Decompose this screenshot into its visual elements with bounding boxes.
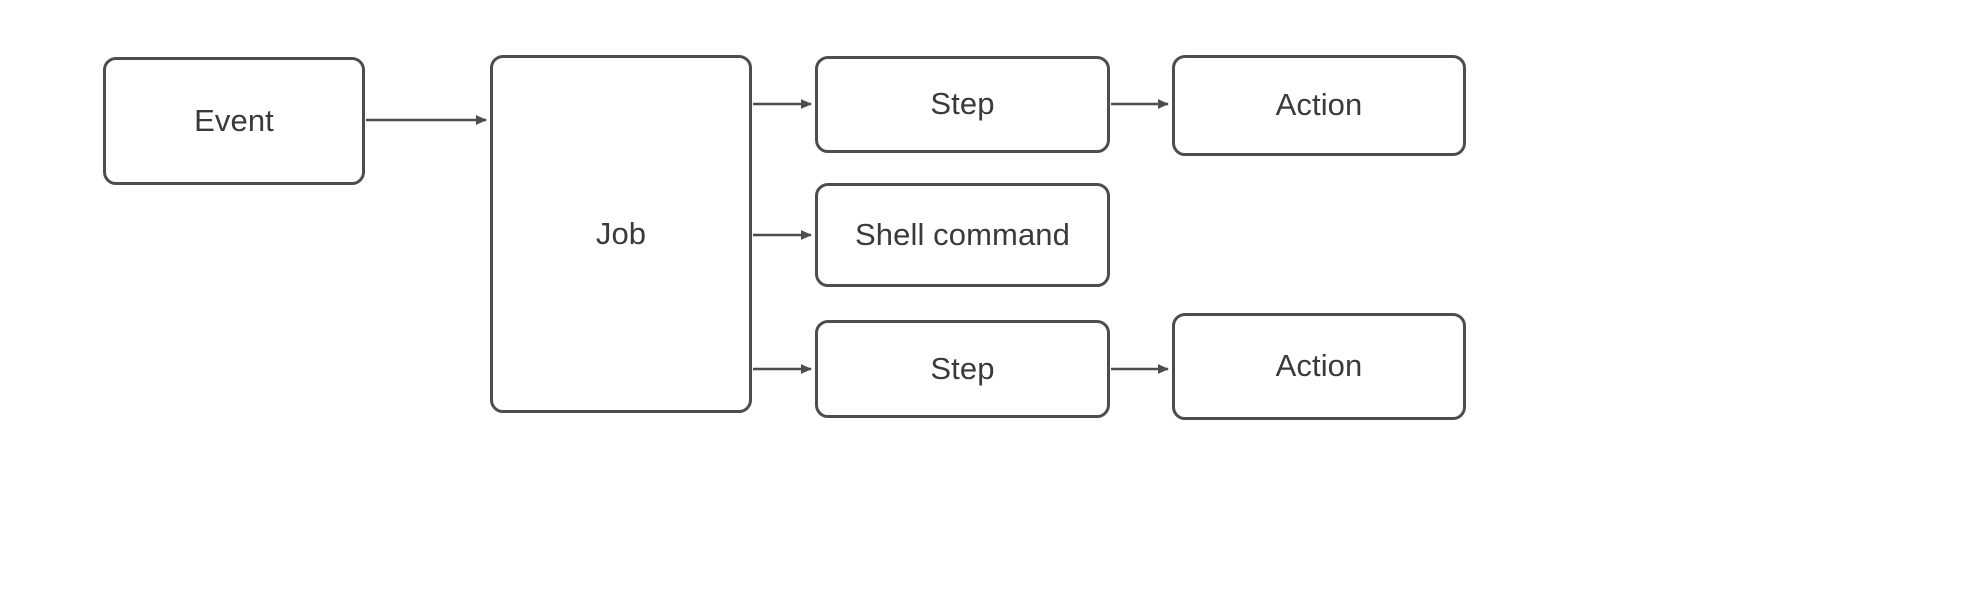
node-shell-command-label: Shell command bbox=[855, 216, 1070, 252]
node-step-top-label: Step bbox=[930, 86, 995, 122]
node-job-label: Job bbox=[595, 215, 647, 251]
node-step-top[interactable]: Step bbox=[815, 56, 1110, 153]
node-shell-command[interactable]: Shell command bbox=[815, 183, 1110, 287]
node-action-top[interactable]: Action bbox=[1172, 55, 1466, 156]
node-job[interactable]: Job bbox=[490, 55, 752, 413]
node-event-label: Event bbox=[194, 102, 274, 138]
node-step-bottom-label: Step bbox=[930, 350, 995, 386]
node-action-bottom[interactable]: Action bbox=[1172, 313, 1466, 420]
node-event[interactable]: Event bbox=[103, 57, 365, 185]
node-step-bottom[interactable]: Step bbox=[815, 320, 1110, 418]
node-action-bottom-label: Action bbox=[1275, 348, 1363, 384]
node-action-top-label: Action bbox=[1275, 87, 1363, 123]
